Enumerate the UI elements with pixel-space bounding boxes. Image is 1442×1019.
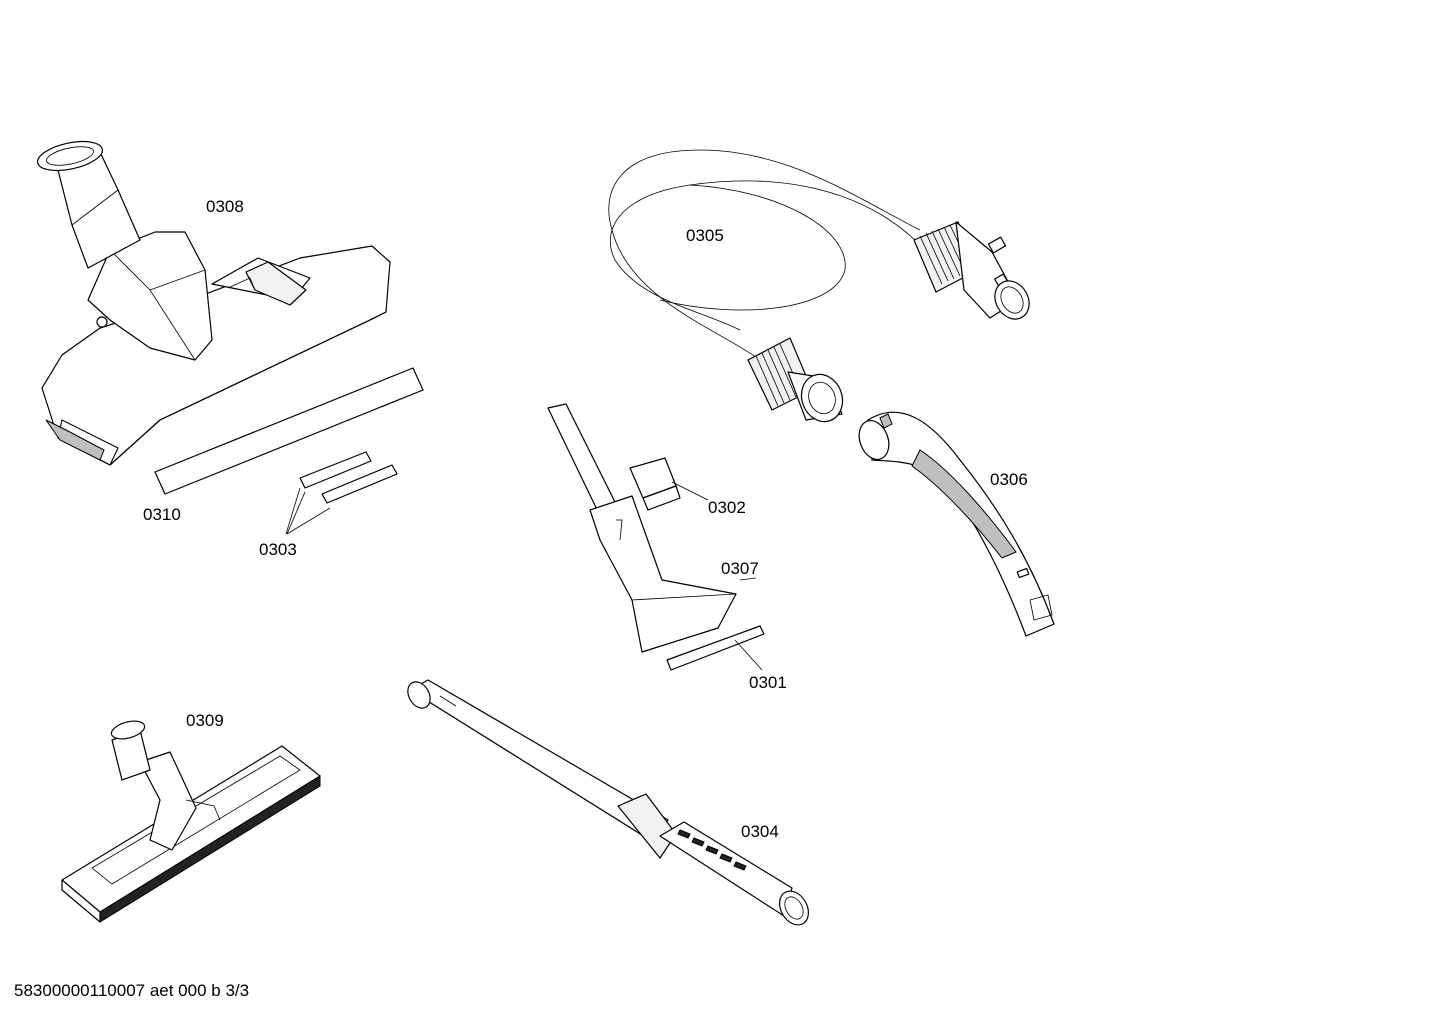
upholstery-nozzle-part[interactable] bbox=[547, 403, 757, 653]
label-0304: 0304 bbox=[741, 822, 779, 841]
label-0302: 0302 bbox=[708, 498, 746, 517]
label-0301: 0301 bbox=[749, 673, 787, 692]
label-0308: 0308 bbox=[206, 197, 244, 216]
telescopic-tube-part[interactable] bbox=[403, 678, 814, 930]
label-0310: 0310 bbox=[143, 505, 181, 524]
strips-0303-part[interactable] bbox=[286, 451, 398, 535]
hose-handle-part[interactable] bbox=[854, 411, 1055, 637]
drawing-reference-footer: 58300000110007 aet 000 b 3/3 bbox=[14, 981, 250, 1000]
clip-part[interactable] bbox=[629, 457, 709, 511]
label-0307: 0307 bbox=[721, 559, 759, 578]
label-0306: 0306 bbox=[990, 470, 1028, 489]
brush-bristles bbox=[99, 775, 321, 923]
strip-0301-part[interactable] bbox=[666, 625, 765, 671]
label-0309: 0309 bbox=[186, 711, 224, 730]
strip-0310-part[interactable] bbox=[154, 367, 424, 495]
floor-nozzle-part[interactable] bbox=[35, 136, 391, 466]
label-0305: 0305 bbox=[686, 226, 724, 245]
callout-leaders bbox=[285, 487, 301, 535]
suction-hose-part[interactable] bbox=[608, 149, 1036, 427]
label-0303: 0303 bbox=[259, 540, 297, 559]
tube-slot-notches bbox=[677, 829, 747, 871]
parquet-brush-part[interactable] bbox=[61, 718, 321, 923]
